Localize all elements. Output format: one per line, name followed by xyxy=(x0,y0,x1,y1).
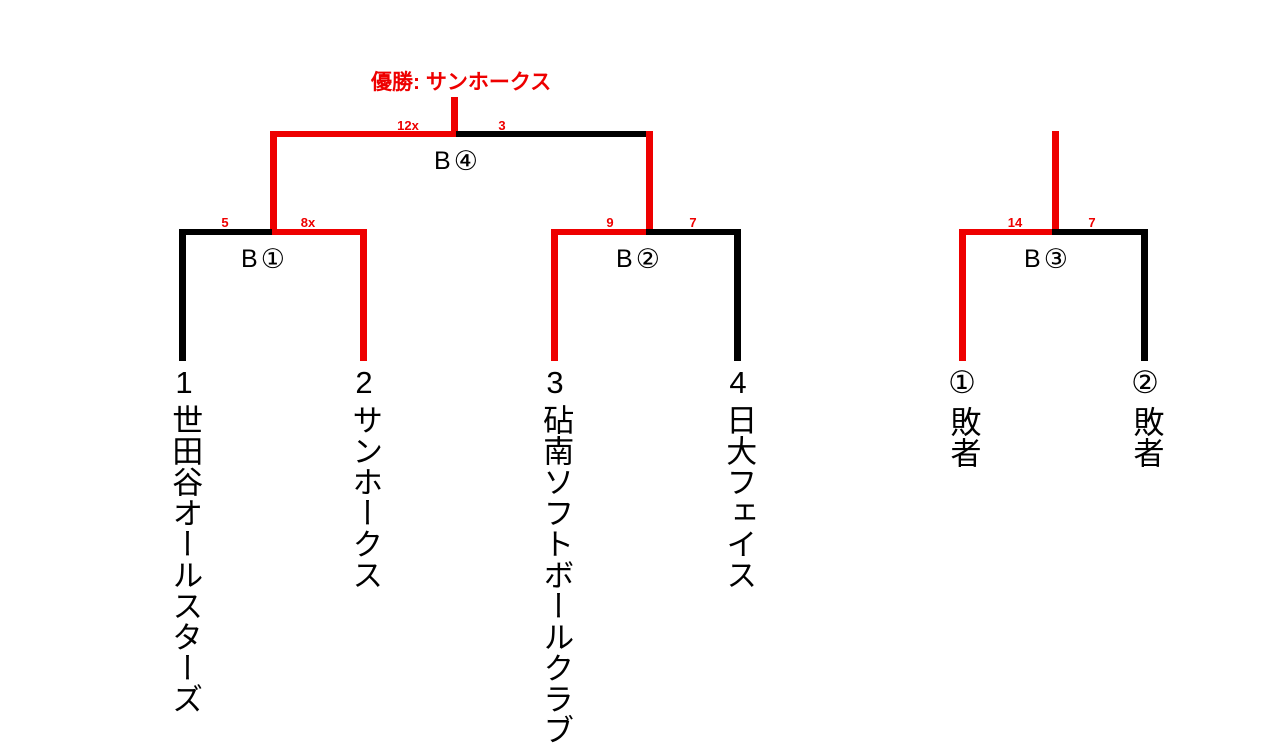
match-id-consolation-letter: B xyxy=(1024,245,1041,273)
final-left-arm-line xyxy=(270,131,456,137)
consolation-entrant-2-mark: ② xyxy=(1131,365,1159,400)
team-name-4: 日大フェイス xyxy=(721,404,757,590)
semifinal1-right-leg-line xyxy=(360,229,367,361)
semifinal2-right-leg-line xyxy=(734,229,741,361)
team-name-2: サンホークス xyxy=(347,404,383,590)
semifinal1-right-score: 8x xyxy=(300,215,316,230)
semifinal2-left-leg-line xyxy=(551,229,558,361)
semifinal2-right-score: 7 xyxy=(689,215,697,230)
final-right-arm-line xyxy=(456,131,653,137)
consolation-stem-line xyxy=(1052,131,1059,235)
match-id-semifinal2-number: ② xyxy=(635,244,660,274)
team-name-3: 砧南ソフトボールクラブ xyxy=(538,404,574,745)
tournament-bracket-canvas: 優勝: サンホークス 12x 3 B ④ 5 8x B ① 9 7 B ② xyxy=(167,71,1164,745)
semifinal1-right-arm-line xyxy=(272,229,367,235)
semifinal1-left-arm-line xyxy=(179,229,272,235)
consolation-left-score: 14 xyxy=(1007,215,1023,230)
final-left-leg-line xyxy=(270,131,277,235)
team-name-1: 世田谷オールスターズ xyxy=(167,404,203,714)
match-id-final-number: ④ xyxy=(453,146,478,176)
champion-title: 優勝: サンホークス xyxy=(371,71,552,94)
final-right-score: 3 xyxy=(498,118,506,133)
consolation-left-arm-line xyxy=(959,229,1056,235)
match-id-consolation-number: ③ xyxy=(1043,244,1068,274)
semifinal2-left-arm-line xyxy=(551,229,646,235)
team-seed-4: 4 xyxy=(729,365,747,400)
match-id-consolation: B ③ xyxy=(1024,246,1068,273)
team-seed-3: 3 xyxy=(546,365,564,400)
match-id-final-letter: B xyxy=(434,147,451,175)
match-id-final: B ④ xyxy=(434,148,478,175)
consolation-right-score: 7 xyxy=(1088,215,1096,230)
consolation-entrant-1-label: 敗者 xyxy=(945,406,981,468)
match-id-semifinal1-number: ① xyxy=(260,244,285,274)
semifinal2-right-arm-line xyxy=(646,229,741,235)
team-seed-2: 2 xyxy=(355,365,373,400)
team-seed-1: 1 xyxy=(175,365,193,400)
match-id-semifinal2: B ② xyxy=(616,246,660,273)
consolation-entrant-2-label: 敗者 xyxy=(1128,406,1164,468)
consolation-entrant-1-mark: ① xyxy=(948,365,976,400)
consolation-right-leg-line xyxy=(1141,229,1148,361)
final-right-leg-line xyxy=(646,131,653,235)
champion-stem-line xyxy=(451,97,458,137)
semifinal1-left-score: 5 xyxy=(221,215,229,230)
match-id-semifinal2-letter: B xyxy=(616,245,633,273)
match-id-semifinal1: B ① xyxy=(241,246,285,273)
match-id-semifinal1-letter: B xyxy=(241,245,258,273)
final-left-score: 12x xyxy=(397,118,419,133)
semifinal1-left-leg-line xyxy=(179,229,186,361)
consolation-left-leg-line xyxy=(959,229,966,361)
semifinal2-left-score: 9 xyxy=(606,215,614,230)
consolation-right-arm-line xyxy=(1052,229,1148,235)
